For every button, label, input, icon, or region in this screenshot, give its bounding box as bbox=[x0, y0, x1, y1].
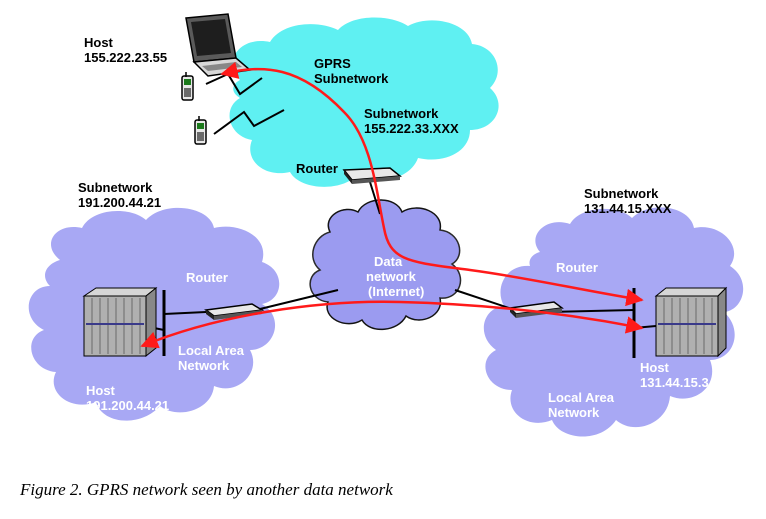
route-gprs-to-right-host bbox=[220, 61, 644, 307]
left-subnet-title: Subnetwork bbox=[78, 180, 153, 195]
route-arrows bbox=[140, 61, 644, 349]
data-network-label-3: (Internet) bbox=[368, 284, 425, 299]
server-icon-right bbox=[654, 286, 728, 358]
left-host-title: Host bbox=[86, 383, 115, 398]
gprs-host-title: Host bbox=[84, 35, 113, 50]
laptop-icon bbox=[185, 13, 252, 77]
gprs-cloud-title: GPRS bbox=[314, 56, 351, 71]
gprs-host-ip: 155.222.23.55 bbox=[84, 50, 168, 65]
right-lan-label-1: Local Area bbox=[548, 390, 614, 405]
left-host-ip: 191.200.44.21 bbox=[86, 398, 170, 413]
right-host-ip: 131.44.15.3 bbox=[640, 375, 709, 390]
figure-caption: Figure 2. GPRS network seen by another d… bbox=[20, 480, 393, 499]
right-subnet-title: Subnetwork bbox=[584, 186, 659, 201]
gprs-cloud-subnetwork: Subnetwork bbox=[314, 71, 389, 86]
right-router-label: Router bbox=[556, 260, 598, 275]
gprs-cloud bbox=[229, 17, 499, 187]
mobile-phone-icon-2 bbox=[194, 116, 207, 145]
gprs-subnet-ip: 155.222.33.XXX bbox=[364, 121, 459, 136]
gprs-router-label: Router bbox=[296, 161, 338, 176]
mobile-phone-icon bbox=[181, 72, 194, 101]
right-host-title: Host bbox=[640, 360, 669, 375]
right-subnet-ip: 131.44.15.XXX bbox=[584, 201, 672, 216]
left-lan-label-2: Network bbox=[178, 358, 230, 373]
left-subnet-ip: 191.200.44.21 bbox=[78, 195, 162, 210]
data-network-label-1: Data bbox=[374, 254, 403, 269]
right-lan-label-2: Network bbox=[548, 405, 600, 420]
left-lan-label-1: Local Area bbox=[178, 343, 244, 358]
route-left-to-right-host bbox=[140, 300, 644, 349]
gprs-subnet-title: Subnetwork bbox=[364, 106, 439, 121]
left-router-label: Router bbox=[186, 270, 228, 285]
data-network-label-2: network bbox=[366, 269, 416, 284]
